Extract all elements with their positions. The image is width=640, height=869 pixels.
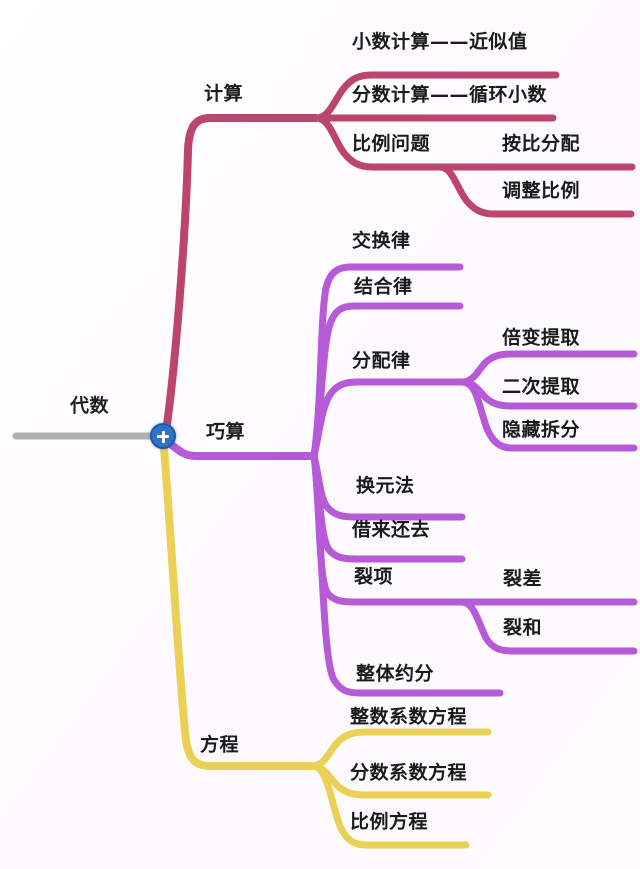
node-label-associative-law[interactable]: 结合律 bbox=[354, 276, 413, 298]
node-label-borrow-and-return[interactable]: 借来还去 bbox=[352, 519, 431, 541]
node-label-proportional-equation[interactable]: 比例方程 bbox=[350, 811, 429, 833]
node-label-substitution-method[interactable]: 换元法 bbox=[356, 475, 415, 497]
plus-circle-icon[interactable] bbox=[150, 423, 176, 449]
node-label-hidden-split[interactable]: 隐藏拆分 bbox=[502, 419, 581, 441]
node-label-clever-arithmetic[interactable]: 巧算 bbox=[206, 421, 246, 443]
node-label-decimal-calc[interactable]: 小数计算——近似值 bbox=[352, 31, 528, 53]
node-label-calculation[interactable]: 计算 bbox=[204, 83, 244, 105]
node-label-proportional-distribution[interactable]: 按比分配 bbox=[502, 133, 581, 155]
connector-equation-child-integer bbox=[308, 728, 492, 770]
node-label-splitting-terms[interactable]: 裂项 bbox=[354, 566, 394, 588]
connector-calc-child-decimal bbox=[312, 71, 560, 122]
node-label-commutative-law[interactable]: 交换律 bbox=[352, 230, 411, 252]
node-label-second-extract[interactable]: 二次提取 bbox=[502, 376, 581, 398]
plus-vertical-bar bbox=[161, 430, 165, 443]
root-label-algebra[interactable]: 代数 bbox=[70, 395, 110, 417]
node-label-integer-coefficient-equation[interactable]: 整数系数方程 bbox=[350, 706, 468, 728]
node-label-distributive-law[interactable]: 分配律 bbox=[352, 350, 411, 372]
node-label-equation[interactable]: 方程 bbox=[200, 734, 240, 756]
node-label-overall-reduction[interactable]: 整体约分 bbox=[356, 663, 435, 685]
node-label-fraction-coefficient-equation[interactable]: 分数系数方程 bbox=[350, 762, 468, 784]
node-label-split-difference[interactable]: 裂差 bbox=[503, 568, 543, 590]
node-label-multiple-extract[interactable]: 倍变提取 bbox=[502, 327, 581, 349]
node-label-ratio-problem[interactable]: 比例问题 bbox=[352, 133, 431, 155]
node-label-adjust-ratio[interactable]: 调整比例 bbox=[502, 180, 581, 202]
node-label-split-sum[interactable]: 裂和 bbox=[503, 617, 543, 639]
connector-equation-child-proportional bbox=[308, 762, 470, 849]
connector-equation-trunk bbox=[160, 444, 316, 770]
connector-ratio-child-adjust bbox=[436, 163, 635, 218]
node-label-fraction-calc[interactable]: 分数计算——循环小数 bbox=[352, 84, 548, 106]
connector-calc-child-ratio bbox=[312, 114, 444, 171]
connector-clever-child-distributive bbox=[310, 378, 466, 460]
connector-distributive-child-hidden bbox=[458, 378, 638, 452]
connector-calculation-trunk bbox=[162, 114, 320, 436]
connector-clever-child-reduction bbox=[310, 452, 504, 697]
connector-splitting-child-sum bbox=[458, 598, 638, 655]
connector-distributive-child-multiple bbox=[458, 350, 638, 386]
